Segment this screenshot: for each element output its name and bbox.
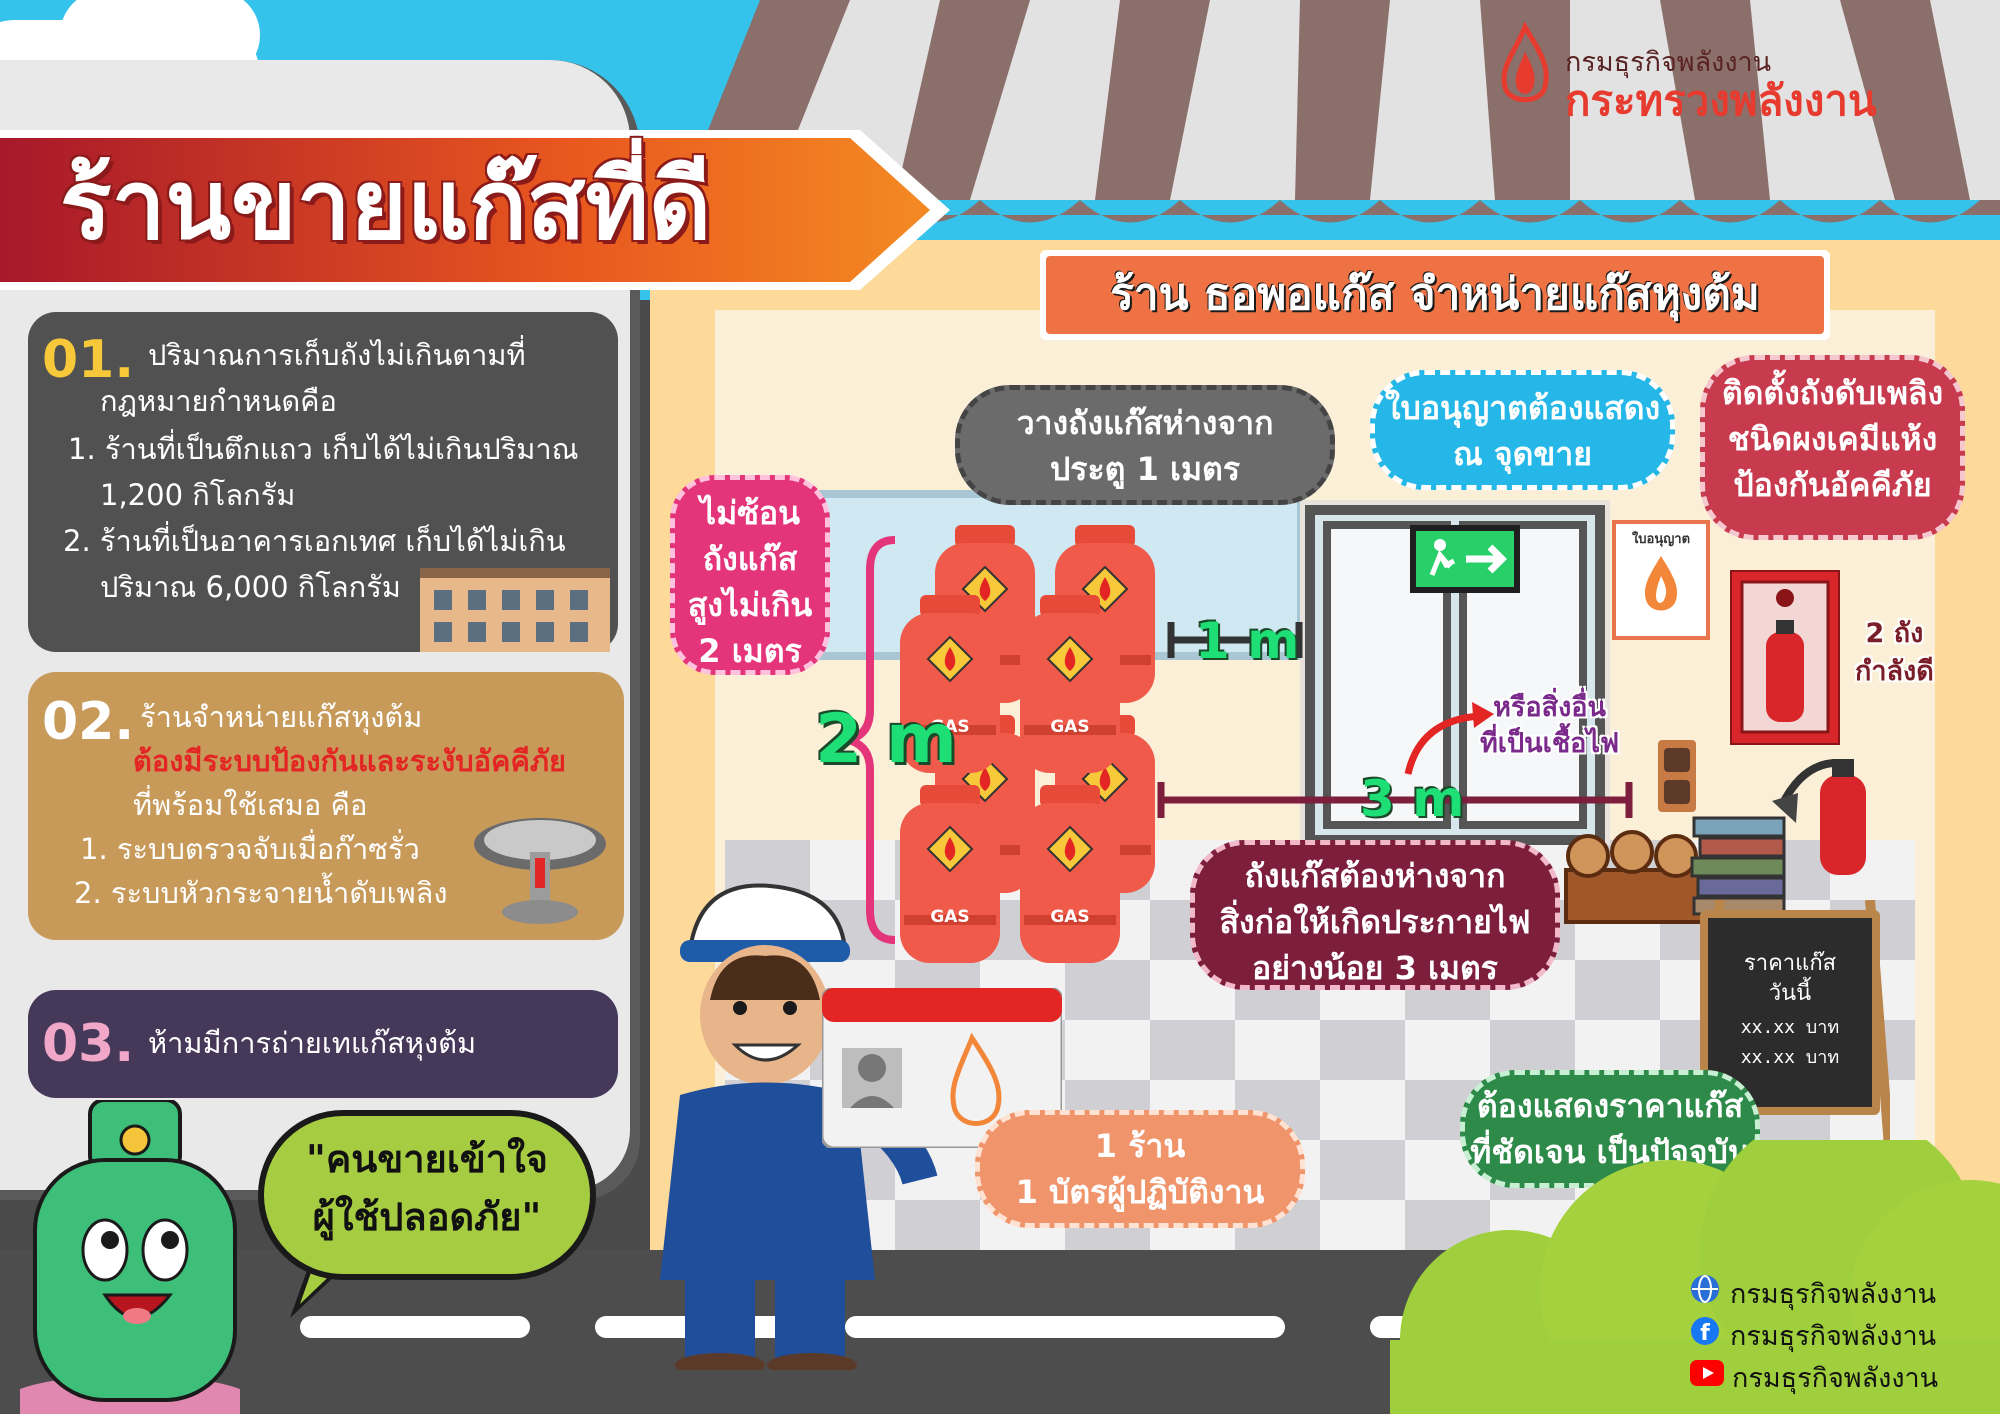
road-lane-mark [845,1316,1285,1338]
callout-license-display: ใบอนุญาตต้องแสดง ณ จุดขาย [1370,370,1675,490]
callout-fire-extinguisher: ติดตั้งถังดับเพลิง ชนิดผงเคมีแห้ง ป้องกั… [1700,355,1965,540]
title-banner [0,130,950,290]
price-board-title: ราคาแก๊ส [1743,951,1837,976]
callout-line: ใบอนุญาตต้องแสดง [1384,389,1661,427]
firewood-icon [1564,830,1706,924]
callout-spark-distance: ถังแก๊สต้องห่างจาก สิ่งก่อให้เกิดประกายไ… [1190,840,1560,990]
flammable-note-line: ที่เป็นเชื้อไฟ [1480,728,1620,759]
callout-line: ป้องกันอัคคีภัย [1733,466,1932,504]
gas-worker-character [660,883,938,1370]
callout-line: สิ่งก่อให้เกิดประกายไฟ [1219,903,1531,941]
callout-line: ถังแก๊สต้องห่างจาก [1244,857,1506,895]
rule-text: ห้ามมีการถ่ายเทแก๊สหุงต้ม [148,1026,477,1060]
gas-label: GAS [1050,907,1089,927]
price-board-row: xx.xx บาท [1740,1017,1840,1038]
logo-department-name: กรมธุรกิจพลังงาน [1565,47,1772,78]
rule-number: 02. [42,692,135,752]
extinguisher-count-note: 2 ถัง กำลังดี [1855,615,1934,691]
facebook-icon[interactable]: f [1690,1316,1720,1346]
callout-line: 1 ร้าน [1094,1127,1186,1165]
ministry-flame-logo-icon [1501,22,1549,103]
facebook-link[interactable]: กรมธุรกิจพลังงาน [1730,1321,1937,1352]
callout-line: ติดตั้งถังดับเพลิง [1721,374,1944,412]
rule-number: 03. [42,1014,135,1074]
rule-text: ที่พร้อมใช้เสมอ คือ [133,788,368,822]
fire-extinguisher-cabinet-icon [1730,570,1840,745]
rule-text: 2. ร้านที่เป็นอาคารเอกเทศ เก็บได้ไม่เกิน [63,524,566,558]
shop-sign-text: ร้าน ธอพอแก๊ส จำหน่ายแก๊สหุงต้ม [1046,256,1824,334]
height-bracket [846,536,896,944]
electrical-outlet-icon [1658,740,1696,812]
youtube-link[interactable]: กรมธุรกิจพลังงาน [1732,1363,1939,1394]
rule-text: ปริมาณการเก็บถังไม่เกินตามที่ [148,338,526,372]
youtube-icon[interactable] [1690,1360,1724,1386]
rule-text: กฎหมายกำหนดคือ [100,384,337,418]
rule-highlight-text: ต้องมีระบบป้องกันและระงับอัคคีภัย [133,744,566,778]
slogan-line: "คนขายเข้าใจ [306,1137,548,1181]
callout-line: อย่างน้อย 3 เมตร [1252,949,1498,987]
rule-text: 2. ระบบหัวกระจายน้ำดับเพลิง [74,876,448,910]
callout-door-distance: วางถังแก๊สห่างจาก ประตู 1 เมตร [955,385,1335,505]
rule-text: ปริมาณ 6,000 กิโลกรัม [100,570,401,604]
building-icon [420,568,610,652]
one-meter-line [1167,622,1303,658]
price-board-row: xx.xx บาท [1740,1047,1840,1068]
callout-line: ต้องแสดงราคาแก๊ส [1476,1087,1744,1125]
logo-ministry-name: กระทรวงพลังงาน [1565,76,1877,125]
rule-text: 1. ระบบตรวจจับเมื่อก๊าซรั่ว [80,832,420,866]
three-meter-label: 3 m [1360,770,1465,828]
globe-icon[interactable] [1690,1274,1720,1304]
slogan-line: ผู้ใช้ปลอดภัย" [312,1195,542,1239]
worker-id-card-icon [822,988,1062,1148]
callout-line: ณ จุดขาย [1453,435,1592,473]
slogan: "คนขายเข้าใจ ผู้ใช้ปลอดภัย" [270,1130,584,1246]
rule-text: 1,200 กิโลกรัม [100,478,296,512]
rule-text: 1. ร้านที่เป็นตึกแถว เก็บได้ไม่เกินปริมา… [68,432,579,466]
rule-card-2: 02. ร้านจำหน่ายแก๊สหุงต้ม ต้องมีระบบป้อง… [28,672,624,940]
callout-line: สูงไม่เกิน [687,586,813,624]
callout-line: 1 บัตรผู้ปฏิบัติงาน [1015,1173,1265,1211]
extinguisher-count-line: 2 ถัง [1865,618,1924,649]
road-lane-mark [300,1316,530,1338]
one-meter-label: 1 m [1195,612,1300,670]
two-meter-label: 2 m [815,700,957,779]
striped-awning [680,0,2000,223]
callout-worker-card: 1 ร้าน 1 บัตรผู้ปฏิบัติงาน [975,1110,1305,1228]
callout-line: ไม่ซ้อน [700,494,800,532]
fire-sprinkler-icon [474,818,606,924]
callout-stack-height: ไม่ซ้อน ถังแก๊ส สูงไม่เกิน 2 เมตร [670,475,830,675]
curved-arrow-icon [1404,702,1494,775]
exit-sign-icon [1410,525,1520,593]
speech-bubble [258,1110,596,1280]
flammable-note-line: หรือสิ่งอื่น [1493,692,1606,723]
callout-line: ถังแก๊ส [702,540,798,578]
rule-text: ร้านจำหน่ายแก๊สหุงต้ม [140,700,423,734]
price-board-subtitle: วันนี้ [1768,981,1812,1006]
license-flame-icon [1644,556,1678,611]
gas-tank-stack: GAS GAS GAS GAS [899,525,1156,964]
gas-label: GAS [1050,717,1089,737]
extinguisher-count-line: กำลังดี [1855,656,1934,687]
fire-extinguisher-icon [1772,759,1866,875]
website-link[interactable]: กรมธุรกิจพลังงาน [1730,1279,1937,1310]
callout-line: 2 เมตร [698,632,802,670]
gas-label: GAS [930,717,969,737]
green-gas-tank-mascot [20,1100,240,1414]
page-title: ร้านขายแก๊สที่ดี [60,149,712,261]
license-certificate-title: ใบอนุญาต [1631,532,1691,547]
three-meter-line [1157,782,1633,818]
callout-line: วางถังแก๊สห่างจาก [1016,404,1274,442]
callout-line: ชนิดผงเคมีแห้ง [1727,420,1938,458]
rule-number: 01. [42,330,135,390]
callout-line: ประตู 1 เมตร [1049,450,1240,488]
svg-text:f: f [1700,1321,1710,1346]
gas-label: GAS [930,907,969,927]
flammable-note: หรือสิ่งอื่น ที่เป็นเชื้อไฟ [1480,690,1619,762]
rule-card-3: 03. ห้ามมีการถ่ายเทแก๊สหุงต้ม [28,990,618,1098]
